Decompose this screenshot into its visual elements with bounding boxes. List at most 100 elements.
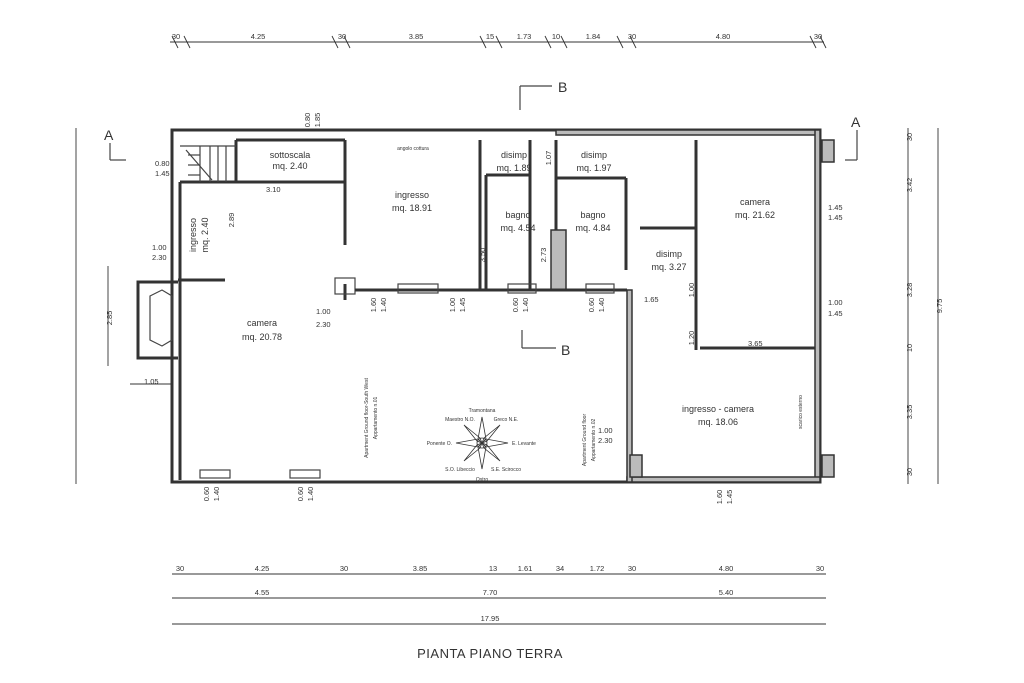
dim-bottom-total: 17.95 [481, 614, 500, 623]
dim-right-4: 3.35 [905, 405, 914, 420]
dim-bottom1-5: 1.61 [518, 564, 533, 573]
dim-misc-8: 1.05 [144, 377, 159, 386]
dim-right-1: 3.42 [905, 178, 914, 193]
dim-misc-6: 1.00 [598, 426, 613, 435]
dim-misc-22: 0.60 [511, 298, 520, 313]
dim-top-2: 30 [338, 32, 346, 41]
section-marker-b-top: B [558, 79, 567, 95]
rotated-dimensions: 2.89 0.80 1.85 1.07 2.73 3.50 1.60 1.40 … [202, 113, 734, 505]
dim-misc-29: 1.40 [306, 487, 315, 502]
dim-bottom1-0: 30 [176, 564, 184, 573]
room-area-bagno-1: mq. 4.54 [500, 223, 535, 233]
compass-west: Ponente O. [427, 441, 452, 447]
dim-top-4: 15 [486, 32, 494, 41]
dim-misc-40: 1.65 [644, 295, 659, 304]
dim-top-5: 1.73 [517, 32, 532, 41]
room-area-bagno-2: mq. 4.84 [575, 223, 610, 233]
dim-right-3: 10 [905, 344, 914, 352]
room-area-ingresso-camera: mq. 18.06 [698, 417, 738, 427]
dim-misc-15: 3.50 [478, 248, 487, 263]
room-name-disimp-1: disimp [501, 150, 527, 160]
room-name-bagno-2: bagno [580, 210, 605, 220]
dim-misc-26: 0.60 [202, 487, 211, 502]
room-area-disimp-1: mq. 1.89 [496, 163, 531, 173]
dim-misc-3: 2.30 [152, 253, 167, 262]
dim-misc-10: 3.10 [266, 185, 281, 194]
dim-misc-12: 1.85 [313, 113, 322, 128]
dim-top-1: 4.25 [251, 32, 266, 41]
room-area-camera-right: mq. 21.62 [735, 210, 775, 220]
dim-bottom1-8: 30 [628, 564, 636, 573]
dim-right-0: 30 [905, 133, 914, 141]
room-name-disimp-3: disimp [656, 249, 682, 259]
dim-top-6: 10 [552, 32, 560, 41]
room-name-camera-right: camera [740, 197, 770, 207]
dim-top-10: 30 [814, 32, 822, 41]
section-markers: A A B B [104, 79, 861, 358]
apartment-label-2-en: Apartment Ground floor [582, 414, 588, 467]
walls [136, 128, 835, 484]
dim-misc-9: 2.89 [227, 213, 236, 228]
dim-top-8: 30 [628, 32, 636, 41]
compass-southeast: S.E. Scirocco [491, 467, 521, 473]
dimension-left: 2.85 [75, 128, 172, 484]
dim-misc-5: 2.30 [316, 320, 331, 329]
label-angolo-cottura: angolo cottura [397, 146, 429, 152]
label-scarico-esterno: scarico esterno [798, 395, 804, 429]
room-name-ingresso-left: ingresso [188, 218, 198, 252]
dim-misc-43: 3.65 [748, 339, 763, 348]
interior-dimensions: 0.80 1.45 1.00 2.30 1.00 2.30 1.00 2.30 … [144, 159, 843, 445]
dim-misc-19: 1.45 [828, 309, 843, 318]
compass-north: Tramontana [469, 408, 496, 414]
room-area-disimp-2: mq. 1.97 [576, 163, 611, 173]
dim-bottom1-4: 13 [489, 564, 497, 573]
dimension-right: 30 3.42 3.28 10 3.35 30 9.75 [905, 128, 944, 484]
dim-misc-21: 1.45 [458, 298, 467, 313]
dimension-bottom: 30 4.25 30 3.85 13 1.61 34 1.72 30 4.80 … [172, 564, 826, 625]
room-area-ingresso-left: mq. 2.40 [200, 217, 210, 252]
apartment-label-1-it: Appartamento n.01 [373, 397, 379, 440]
dim-misc-30: 1.60 [369, 298, 378, 313]
dim-misc-2: 1.00 [152, 243, 167, 252]
dim-misc-24: 0.60 [587, 298, 596, 313]
dim-misc-0: 0.80 [155, 159, 170, 168]
apartment-labels: Apartment Ground floor-South West Appart… [364, 378, 597, 467]
dim-bottom2-0: 4.55 [255, 588, 270, 597]
dim-misc-1: 1.45 [155, 169, 170, 178]
dim-misc-18: 1.00 [828, 298, 843, 307]
dim-top-3: 3.85 [409, 32, 424, 41]
room-labels: sottoscala mq. 2.40 ingresso mq. 2.40 ca… [188, 146, 804, 429]
dim-misc-1b: 1.45 [725, 490, 734, 505]
section-marker-a-left: A [104, 127, 114, 143]
room-area-disimp-3: mq. 3.27 [651, 262, 686, 272]
room-name-ingresso-center: ingresso [395, 190, 429, 200]
dim-misc-14: 2.73 [539, 248, 548, 263]
dim-misc-31: 1.40 [379, 298, 388, 313]
dim-misc-4: 1.00 [316, 307, 331, 316]
dim-misc-7: 2.30 [598, 436, 613, 445]
dim-misc-42: 1.20 [687, 331, 696, 346]
dim-misc-17: 1.45 [828, 213, 843, 222]
dim-bottom2-2: 5.40 [719, 588, 734, 597]
compass-rose: Tramontana Maestro N.O. Greco N.E. Ponen… [427, 408, 536, 483]
section-marker-b-bottom: B [561, 342, 570, 358]
compass-northeast: Greco N.E. [494, 417, 519, 423]
apartment-label-2-it: Appartamento n.02 [591, 419, 597, 462]
dim-misc-41: 1.00 [687, 283, 696, 298]
dim-misc-13: 1.07 [544, 151, 553, 166]
compass-southwest: S.O. Libeccio [445, 467, 475, 473]
dim-right-total: 9.75 [935, 299, 944, 314]
room-name-disimp-2: disimp [581, 150, 607, 160]
dim-misc-20: 1.00 [448, 298, 457, 313]
dim-bottom1-6: 34 [556, 564, 564, 573]
room-name-ingresso-camera: ingresso - camera [682, 404, 754, 414]
compass-south: Ostro [476, 477, 488, 483]
dim-right-2: 3.28 [905, 283, 914, 298]
dim-misc-28: 0.60 [296, 487, 305, 502]
dim-left: 2.85 [105, 311, 114, 326]
room-name-bagno-1: bagno [505, 210, 530, 220]
dim-misc-23: 1.40 [521, 298, 530, 313]
dim-top-9: 4.80 [716, 32, 731, 41]
dim-top-0: 30 [172, 32, 180, 41]
